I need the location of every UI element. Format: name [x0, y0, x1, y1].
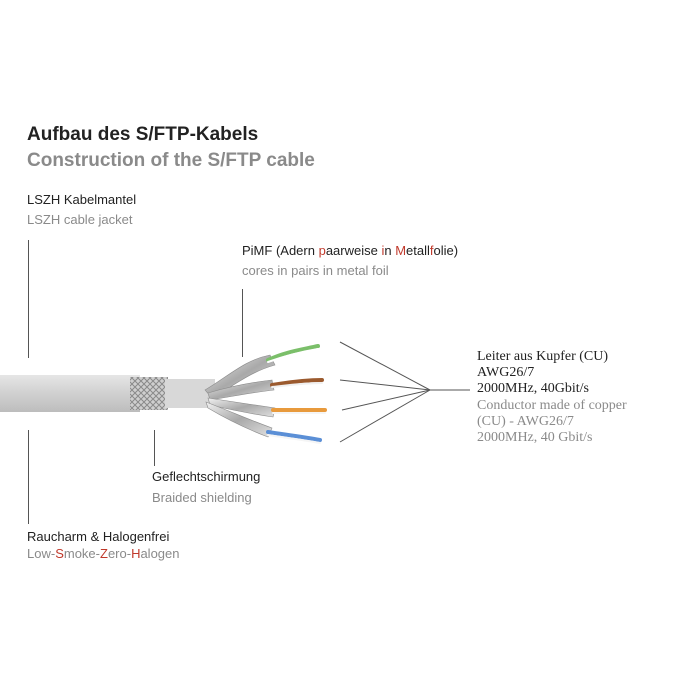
leader-jacket-lower: [28, 430, 29, 524]
pimf-de-part: etall: [406, 243, 430, 258]
halogen-en-part: moke-: [63, 546, 100, 561]
braided-shield: [130, 377, 168, 410]
label-conductor-en-3: 2000MHz, 40 Gbit/s: [477, 430, 593, 445]
halogen-en-part: Low-: [27, 546, 56, 561]
cable-jacket: [0, 375, 140, 412]
pimf-de-part: olie): [433, 243, 459, 258]
leader-pimf: [242, 289, 243, 357]
title-english: Construction of the S/FTP cable: [27, 150, 315, 171]
halogen-en-part: H: [131, 546, 141, 561]
label-jacket-en: LSZH cable jacket: [27, 212, 133, 227]
pimf-de-part: n: [384, 243, 396, 258]
halogen-en-part: Z: [99, 546, 108, 561]
halogen-en-part: S: [55, 546, 64, 561]
pimf-de-part: f: [429, 243, 434, 258]
label-conductor-de-3: 2000MHz, 40Gbit/s: [477, 381, 589, 396]
halogen-en-part: ero-: [107, 546, 132, 561]
wire-pair-orange: [271, 408, 327, 415]
title-german: Aufbau des S/FTP-Kabels: [27, 124, 259, 145]
label-pimf-en: cores in pairs in metal foil: [242, 263, 389, 278]
label-conductor-en-1: Conductor made of copper: [477, 398, 627, 413]
foil-pairs: [204, 354, 276, 438]
leader-conductor-fan: [339, 341, 470, 443]
label-jacket-de: LSZH Kabelmantel: [27, 192, 137, 207]
leader-shield: [154, 430, 155, 466]
label-shield-de: Geflechtschirmung: [152, 469, 261, 484]
label-conductor-de-1: Leiter aus Kupfer (CU): [477, 349, 609, 364]
label-pimf-de: PiMF (Adern paarweise in Metallfolie): [242, 243, 458, 259]
wire-pair-green: [266, 344, 320, 363]
label-shield-en: Braided shielding: [152, 490, 252, 505]
wire-pair-brown: [270, 378, 324, 388]
pimf-de-part: aarweise: [325, 243, 382, 258]
wire-pair-blue: [266, 430, 322, 444]
halogen-en-part: alogen: [140, 546, 180, 561]
pimf-de-part: M: [395, 243, 407, 258]
pimf-de-part: i: [381, 243, 385, 258]
pimf-de-part: p: [318, 243, 326, 258]
pimf-de-part: PiMF (Adern: [242, 243, 319, 258]
label-halogen-en: Low-Smoke-Zero-Halogen: [27, 546, 180, 562]
label-conductor-en-2: (CU) - AWG26/7: [477, 414, 574, 429]
leader-jacket-upper: [28, 240, 29, 358]
label-conductor-de-2: AWG26/7: [477, 365, 535, 380]
label-halogen-de: Raucharm & Halogenfrei: [27, 529, 170, 544]
